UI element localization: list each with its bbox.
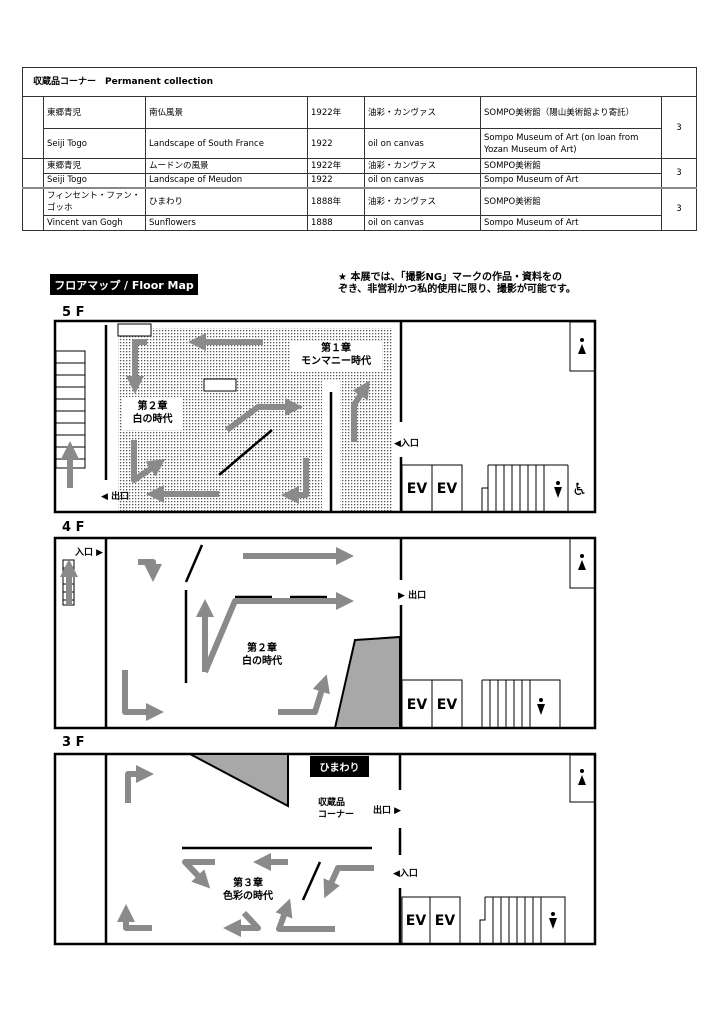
owner-en: Sompo Museum of Art <box>480 215 662 231</box>
floor-number: 3 <box>660 96 698 159</box>
title-en: Sunflowers <box>145 215 308 231</box>
collection-table: 収蔵品コーナー Permanent collection 東郷青児 南仏風景 1… <box>21 67 698 231</box>
chapter-2-label: 第２章白の時代 <box>132 401 173 425</box>
floor-5-label: 5 F <box>62 305 85 320</box>
chapter-1-label: 第１章モンマニー時代 <box>301 343 371 367</box>
entrance-4f: 入口 ▶ <box>75 548 104 558</box>
wheelchair-icon: ♿ <box>572 480 588 500</box>
exit-5f: ◀ 出口 <box>101 492 130 502</box>
photo-note: ★ 本展では、「撮影NG」マークの作品・資料をの ぞき、非営利かつ私的使用に限り… <box>338 272 576 295</box>
entrance-5f: ◀入口 <box>394 439 419 449</box>
table-row: Seiji Togo Landscape of Meudon 1922 oil … <box>23 173 697 188</box>
floor-4-plan <box>53 536 597 730</box>
exit-3f: 出口 ▶ <box>373 806 402 816</box>
table-row: Vincent van Gogh Sunflowers 1888 oil on … <box>23 215 697 231</box>
chapter-2-label-4f: 第２章白の時代 <box>242 643 282 667</box>
year-ja: 1888年 <box>307 186 365 216</box>
exit-4f: ▶ 出口 <box>398 591 427 601</box>
artist-en: Vincent van Gogh <box>43 215 146 231</box>
elevator: EV <box>406 697 428 713</box>
floor-3-plan <box>53 752 597 946</box>
title-ja: ひまわり <box>145 186 308 216</box>
entrance-3f: ◀入口 <box>393 869 418 879</box>
restroom-icons <box>537 338 586 929</box>
elevator: EV <box>436 481 458 497</box>
floor-number: 3 <box>660 158 698 188</box>
table-row: 東郷青児 南仏風景 1922年 油彩・カンヴァス SOMPO美術館（陽山美術館よ… <box>22 96 698 159</box>
collection-corner-label: 収蔵品コーナー <box>318 798 355 820</box>
floor-5-plan <box>53 319 597 514</box>
floormap-title: フロアマップ / Floor Map <box>50 274 198 295</box>
floor-number: 3 <box>660 186 698 231</box>
year-en: 1888 <box>307 215 365 231</box>
elevator: EV <box>434 913 456 929</box>
owner-en: Sompo Museum of Art (on loan from Yozan … <box>480 128 662 159</box>
owner-ja: SOMPO美術館（陽山美術館より寄託） <box>480 96 662 129</box>
floor-3-label: 3 F <box>62 735 85 750</box>
floor-4-label: 4 F <box>62 520 85 535</box>
artist-en: Seiji Togo <box>43 128 146 159</box>
sunflowers-label: ひまわり <box>310 756 369 777</box>
elevator: EV <box>406 481 428 497</box>
chapter-3-label: 第３章色彩の時代 <box>223 878 273 902</box>
elevator: EV <box>436 697 458 713</box>
elevator: EV <box>405 913 427 929</box>
medium-ja: 油彩・カンヴァス <box>364 96 481 129</box>
